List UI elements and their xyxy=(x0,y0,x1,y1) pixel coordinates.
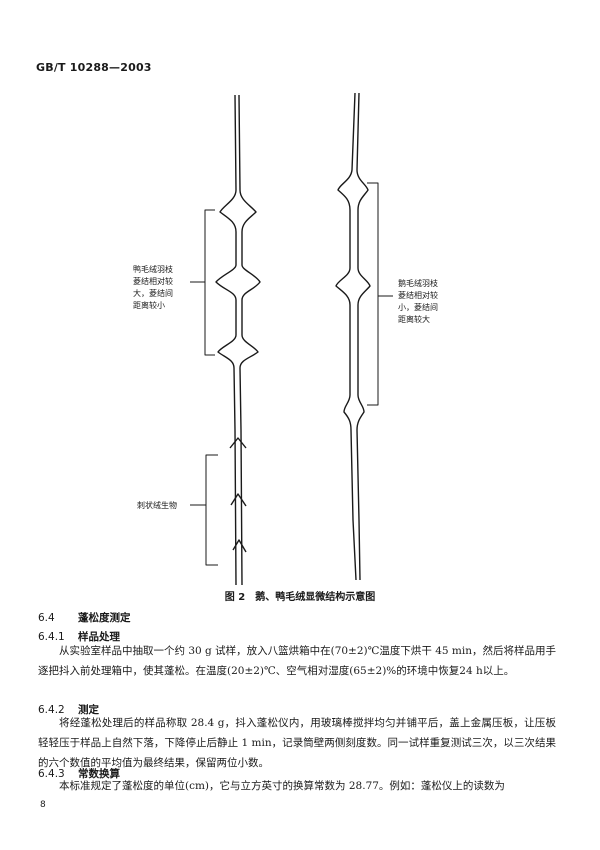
paragraph-sample-treatment: 从实验室样品中抽取一个约 30 g 试样，放入八篮烘箱中在(70±2)℃温度下烘… xyxy=(38,645,556,677)
duck-fiber-left-edge xyxy=(215,94,237,586)
duck-label: 鸭毛绒羽枝 菱结相对较 大，菱结间 距离较小 xyxy=(133,265,173,310)
barb-2 xyxy=(230,493,247,507)
page-number: 8 xyxy=(40,800,46,810)
paragraph-measurement: 将经蓬松处理后的样品称取 28.4 g，抖入蓬松仪内，用玻璃棒搅拌均匀并铺平后，… xyxy=(38,717,556,769)
figure-caption: 图 2 鹅、鸭毛绒显微结构示意图 xyxy=(224,592,376,603)
barb-1 xyxy=(229,437,247,449)
paragraph-conversion: 本标准规定了蓬松度的单位(cm)，它与立方英寸的换算常数为 28.77。例如：蓬… xyxy=(59,780,505,792)
bracket-left-upper xyxy=(204,209,215,356)
microstructure-figure xyxy=(190,92,393,586)
goose-fiber-left-edge xyxy=(335,92,357,581)
bracket-left-lower xyxy=(205,454,218,566)
barb-label: 刺状绒生物 xyxy=(137,501,177,510)
goose-fiber-right-edge xyxy=(356,92,371,581)
bracket-right xyxy=(367,182,379,406)
goose-label: 鹅毛绒羽枝 菱结相对较 小，菱结间 距离较大 xyxy=(398,279,438,324)
standard-code: GB/T 10288—2003 xyxy=(36,61,152,74)
barb-3 xyxy=(232,539,247,553)
duck-fiber-right-edge xyxy=(238,94,261,586)
